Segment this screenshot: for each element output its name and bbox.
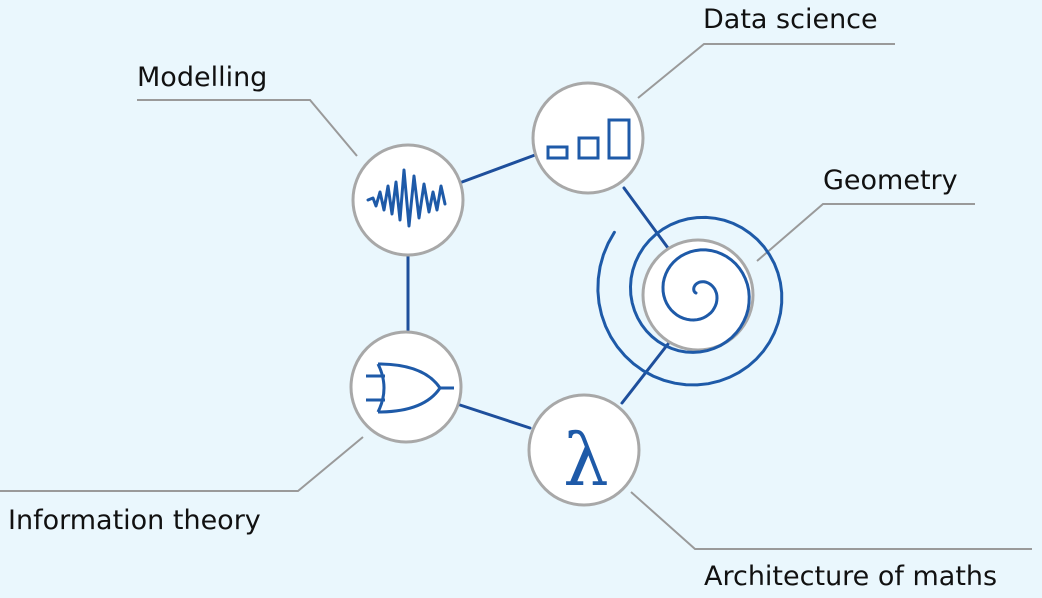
- label-data-science: Data science: [703, 4, 878, 35]
- leader-information-theory: [0, 436, 364, 492]
- bar-chart-icon: [546, 118, 631, 160]
- node-information-theory: [349, 330, 463, 444]
- label-information-theory: Information theory: [8, 505, 261, 536]
- label-geometry: Geometry: [823, 165, 958, 196]
- waveform-icon: [366, 168, 447, 228]
- connector-modelling-datascience: [460, 153, 537, 184]
- label-modelling: Modelling: [137, 62, 268, 93]
- lambda-icon: λ: [563, 418, 609, 502]
- connector-architecture-information: [458, 403, 532, 430]
- leader-geometry: [756, 203, 975, 262]
- lambda-glyph: λ: [563, 418, 609, 502]
- label-architecture: Architecture of maths: [704, 561, 998, 592]
- spiral-icon: [596, 215, 784, 387]
- connector-datascience-geometry: [622, 186, 670, 250]
- connector-lines: [406, 153, 670, 430]
- or-gate-icon: [366, 362, 454, 414]
- leader-modelling: [137, 99, 358, 157]
- leader-architecture: [630, 491, 1032, 550]
- connector-geometry-architecture: [620, 342, 670, 405]
- leader-lines: [0, 43, 1032, 550]
- leader-data-science: [637, 43, 895, 99]
- node-architecture: [527, 393, 641, 507]
